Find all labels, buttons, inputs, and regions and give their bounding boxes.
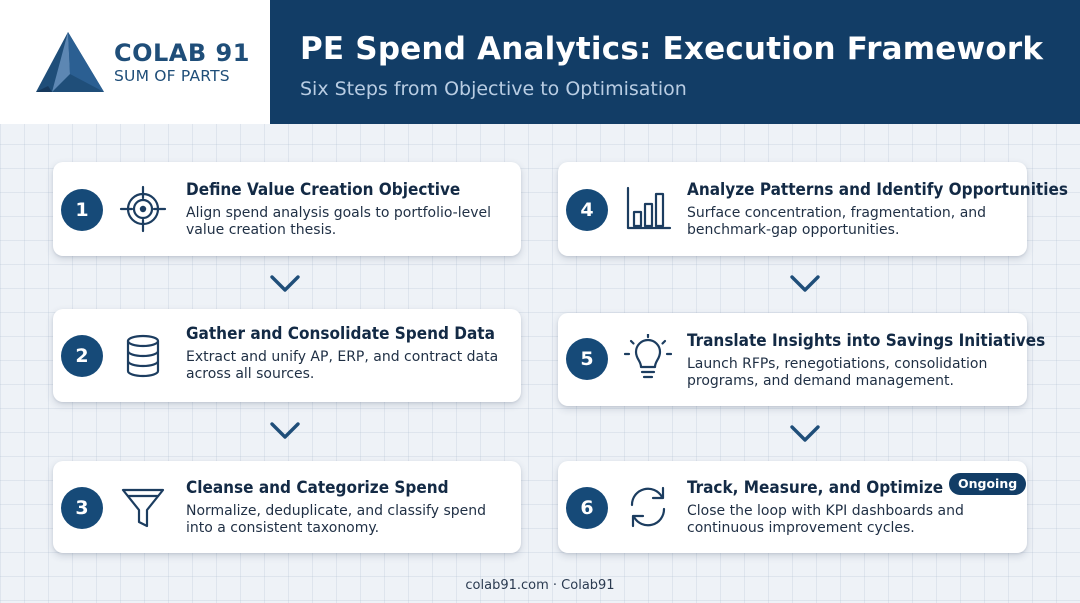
- step-title: Track, Measure, and Optimize: [687, 478, 944, 498]
- step-title: Cleanse and Categorize Spend: [186, 478, 449, 498]
- logo-tagline: SUM OF PARTS: [114, 67, 230, 85]
- step-desc-line1: Close the loop with KPI dashboards and: [687, 503, 964, 519]
- step-desc-line2: value creation thesis.: [186, 222, 337, 238]
- step-desc-line1: Surface concentration, fragmentation, an…: [687, 205, 987, 221]
- step-number-badge: 4: [566, 189, 608, 231]
- step-desc-line2: benchmark-gap opportunities.: [687, 222, 900, 238]
- step-desc-line2: continuous improvement cycles.: [687, 520, 915, 536]
- chevron-down-icon: [270, 422, 300, 439]
- step-desc-line2: across all sources.: [186, 366, 315, 382]
- step-title: Analyze Patterns and Identify Opportunit…: [687, 180, 1068, 200]
- bar-chart-icon: [626, 186, 672, 230]
- lightbulb-icon: [624, 334, 672, 379]
- step-desc-line2: into a consistent taxonomy.: [186, 520, 380, 536]
- step-card-3: 3 Cleanse and Categorize Spend Normalize…: [53, 461, 521, 553]
- database-icon: [126, 334, 160, 378]
- step-title: Gather and Consolidate Spend Data: [186, 324, 495, 344]
- funnel-icon: [121, 488, 165, 528]
- step-card-5: 5 Translate Insights into Savings Initia…: [558, 313, 1045, 406]
- step-desc-line1: Extract and unify AP, ERP, and contract …: [186, 349, 499, 365]
- step-card-4: 4 Analyze Patterns and Identify Opportun…: [558, 162, 1068, 256]
- step-number-badge: 6: [566, 487, 608, 529]
- step-number-badge: 1: [61, 189, 103, 231]
- footer-credit: colab91.com · Colab91: [465, 578, 615, 593]
- colab91-logo-icon: [36, 32, 104, 92]
- step-card-1: 1 Define Value Creation Objective Align …: [53, 162, 521, 256]
- target-icon: [119, 185, 167, 233]
- chevron-down-icon: [790, 425, 820, 442]
- step-desc-line1: Normalize, deduplicate, and classify spe…: [186, 503, 487, 519]
- refresh-cycle-icon: [630, 486, 666, 528]
- step-number-badge: 5: [566, 338, 608, 380]
- step-number-badge: 2: [61, 335, 103, 377]
- step-title: Define Value Creation Objective: [186, 180, 461, 200]
- step-desc-line1: Align spend analysis goals to portfolio-…: [186, 205, 492, 221]
- step-title: Translate Insights into Savings Initiati…: [687, 331, 1046, 351]
- step-desc-line1: Launch RFPs, renegotiations, consolidati…: [687, 356, 988, 372]
- ongoing-status-badge: Ongoing: [949, 473, 1027, 495]
- logo: COLAB 91 SUM OF PARTS: [0, 0, 270, 124]
- step-card-2: 2 Gather and Consolidate Spend Data Extr…: [53, 309, 521, 402]
- step-card-6: 6 Track, Measure, and Optimize Ongoing C…: [558, 461, 1027, 553]
- step-number-badge: 3: [61, 487, 103, 529]
- logo-name: COLAB 91: [114, 39, 250, 67]
- chevron-down-icon: [790, 275, 820, 292]
- page-subtitle: Six Steps from Objective to Optimisation: [300, 78, 687, 100]
- chevron-down-icon: [270, 275, 300, 292]
- page-title: PE Spend Analytics: Execution Framework: [300, 31, 1044, 67]
- header-banner: PE Spend Analytics: Execution Framework …: [270, 0, 1080, 124]
- step-desc-line2: programs, and demand management.: [687, 373, 954, 389]
